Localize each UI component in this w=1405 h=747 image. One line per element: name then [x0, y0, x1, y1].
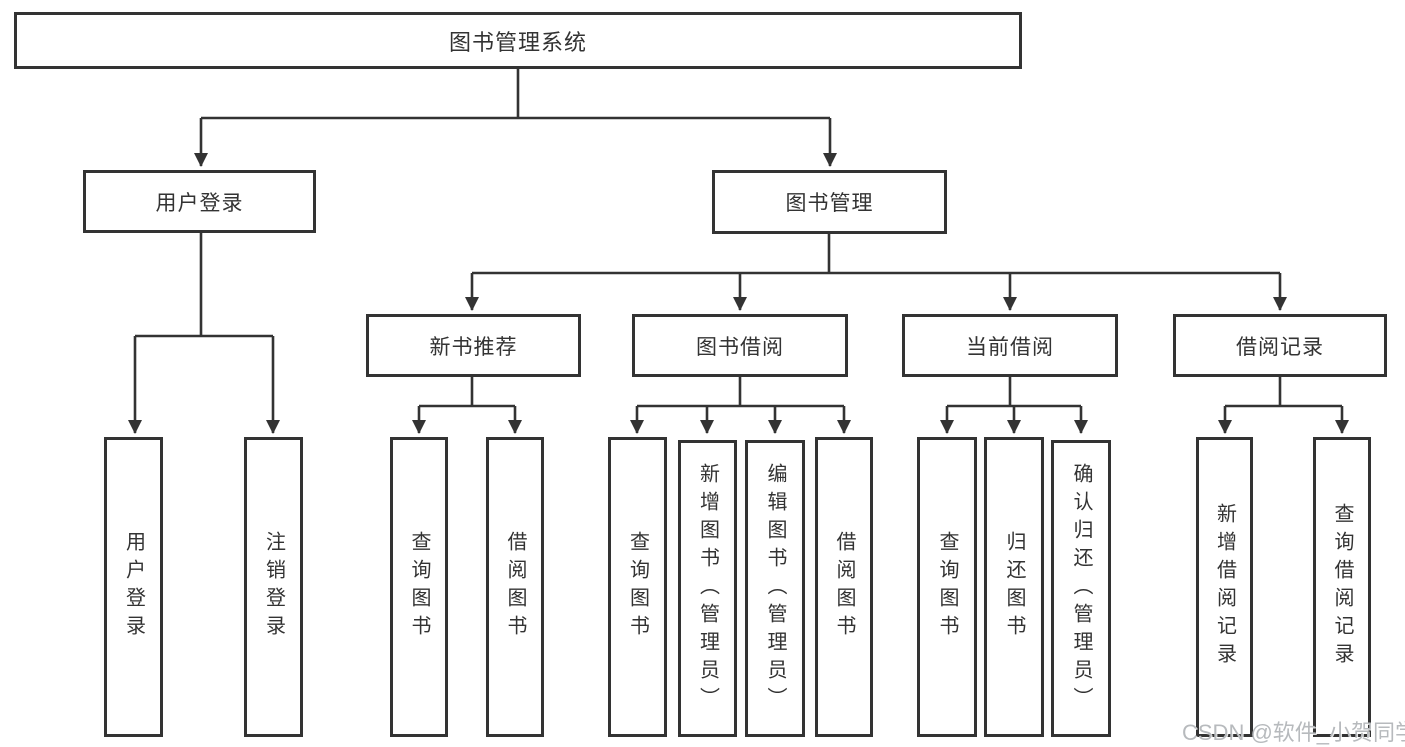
- leaf-current-return-books: 归还图书: [984, 437, 1044, 737]
- node-label: 图书管理: [785, 192, 874, 215]
- leaf-current-confirm-return-admin: 确认归还（管理员）: [1051, 440, 1111, 737]
- node-label: 查询图书: [626, 531, 649, 643]
- node-label: 新增图书（管理员）: [696, 462, 719, 715]
- node-label: 借阅图书: [833, 531, 855, 643]
- leaf-current-query-books: 查询图书: [917, 437, 977, 737]
- node-book-management: 图书管理: [712, 170, 947, 234]
- leaf-logout: 注销登录: [244, 437, 303, 737]
- node-user-login: 用户登录: [83, 170, 316, 233]
- node-new-book-recommend: 新书推荐: [366, 314, 581, 377]
- node-label: 新增借阅记录: [1213, 503, 1236, 671]
- leaf-newbook-borrow-books: 借阅图书: [486, 437, 544, 737]
- node-label: 查询借阅记录: [1331, 503, 1353, 671]
- leaf-borrow-edit-books-admin: 编辑图书（管理员）: [745, 440, 805, 737]
- node-borrow-records: 借阅记录: [1173, 314, 1387, 377]
- node-label: 用户登录: [155, 191, 244, 215]
- node-label: 图书管理系统: [448, 29, 587, 55]
- node-label: 查询图书: [936, 531, 958, 643]
- node-label: 借阅图书: [504, 531, 526, 643]
- node-label: 归还图书: [1003, 531, 1025, 643]
- node-label: 新书推荐: [429, 335, 518, 359]
- node-label: 注销登录: [262, 531, 285, 643]
- leaf-newbook-query-books: 查询图书: [390, 437, 448, 737]
- node-label: 当前借阅: [966, 335, 1054, 359]
- leaf-records-query-borrow-record: 查询借阅记录: [1313, 437, 1371, 737]
- node-label: 借阅记录: [1236, 335, 1324, 359]
- node-current-borrow: 当前借阅: [902, 314, 1118, 377]
- leaf-borrow-add-books-admin: 新增图书（管理员）: [678, 440, 737, 737]
- leaf-borrow-borrow-books: 借阅图书: [815, 437, 873, 737]
- node-label: 用户登录: [122, 531, 145, 643]
- node-library-management-system: 图书管理系统: [14, 12, 1022, 69]
- leaf-borrow-query-books: 查询图书: [608, 437, 667, 737]
- node-label: 图书借阅: [696, 335, 784, 359]
- csdn-watermark: CSDN @软件_小贺同学: [1182, 720, 1405, 745]
- node-label: 编辑图书（管理员）: [764, 462, 786, 715]
- node-label: 查询图书: [408, 531, 430, 643]
- leaf-records-add-borrow-record: 新增借阅记录: [1196, 437, 1253, 737]
- node-book-borrow: 图书借阅: [632, 314, 848, 377]
- node-label: 确认归还（管理员）: [1070, 462, 1092, 715]
- leaf-user-login: 用户登录: [104, 437, 163, 737]
